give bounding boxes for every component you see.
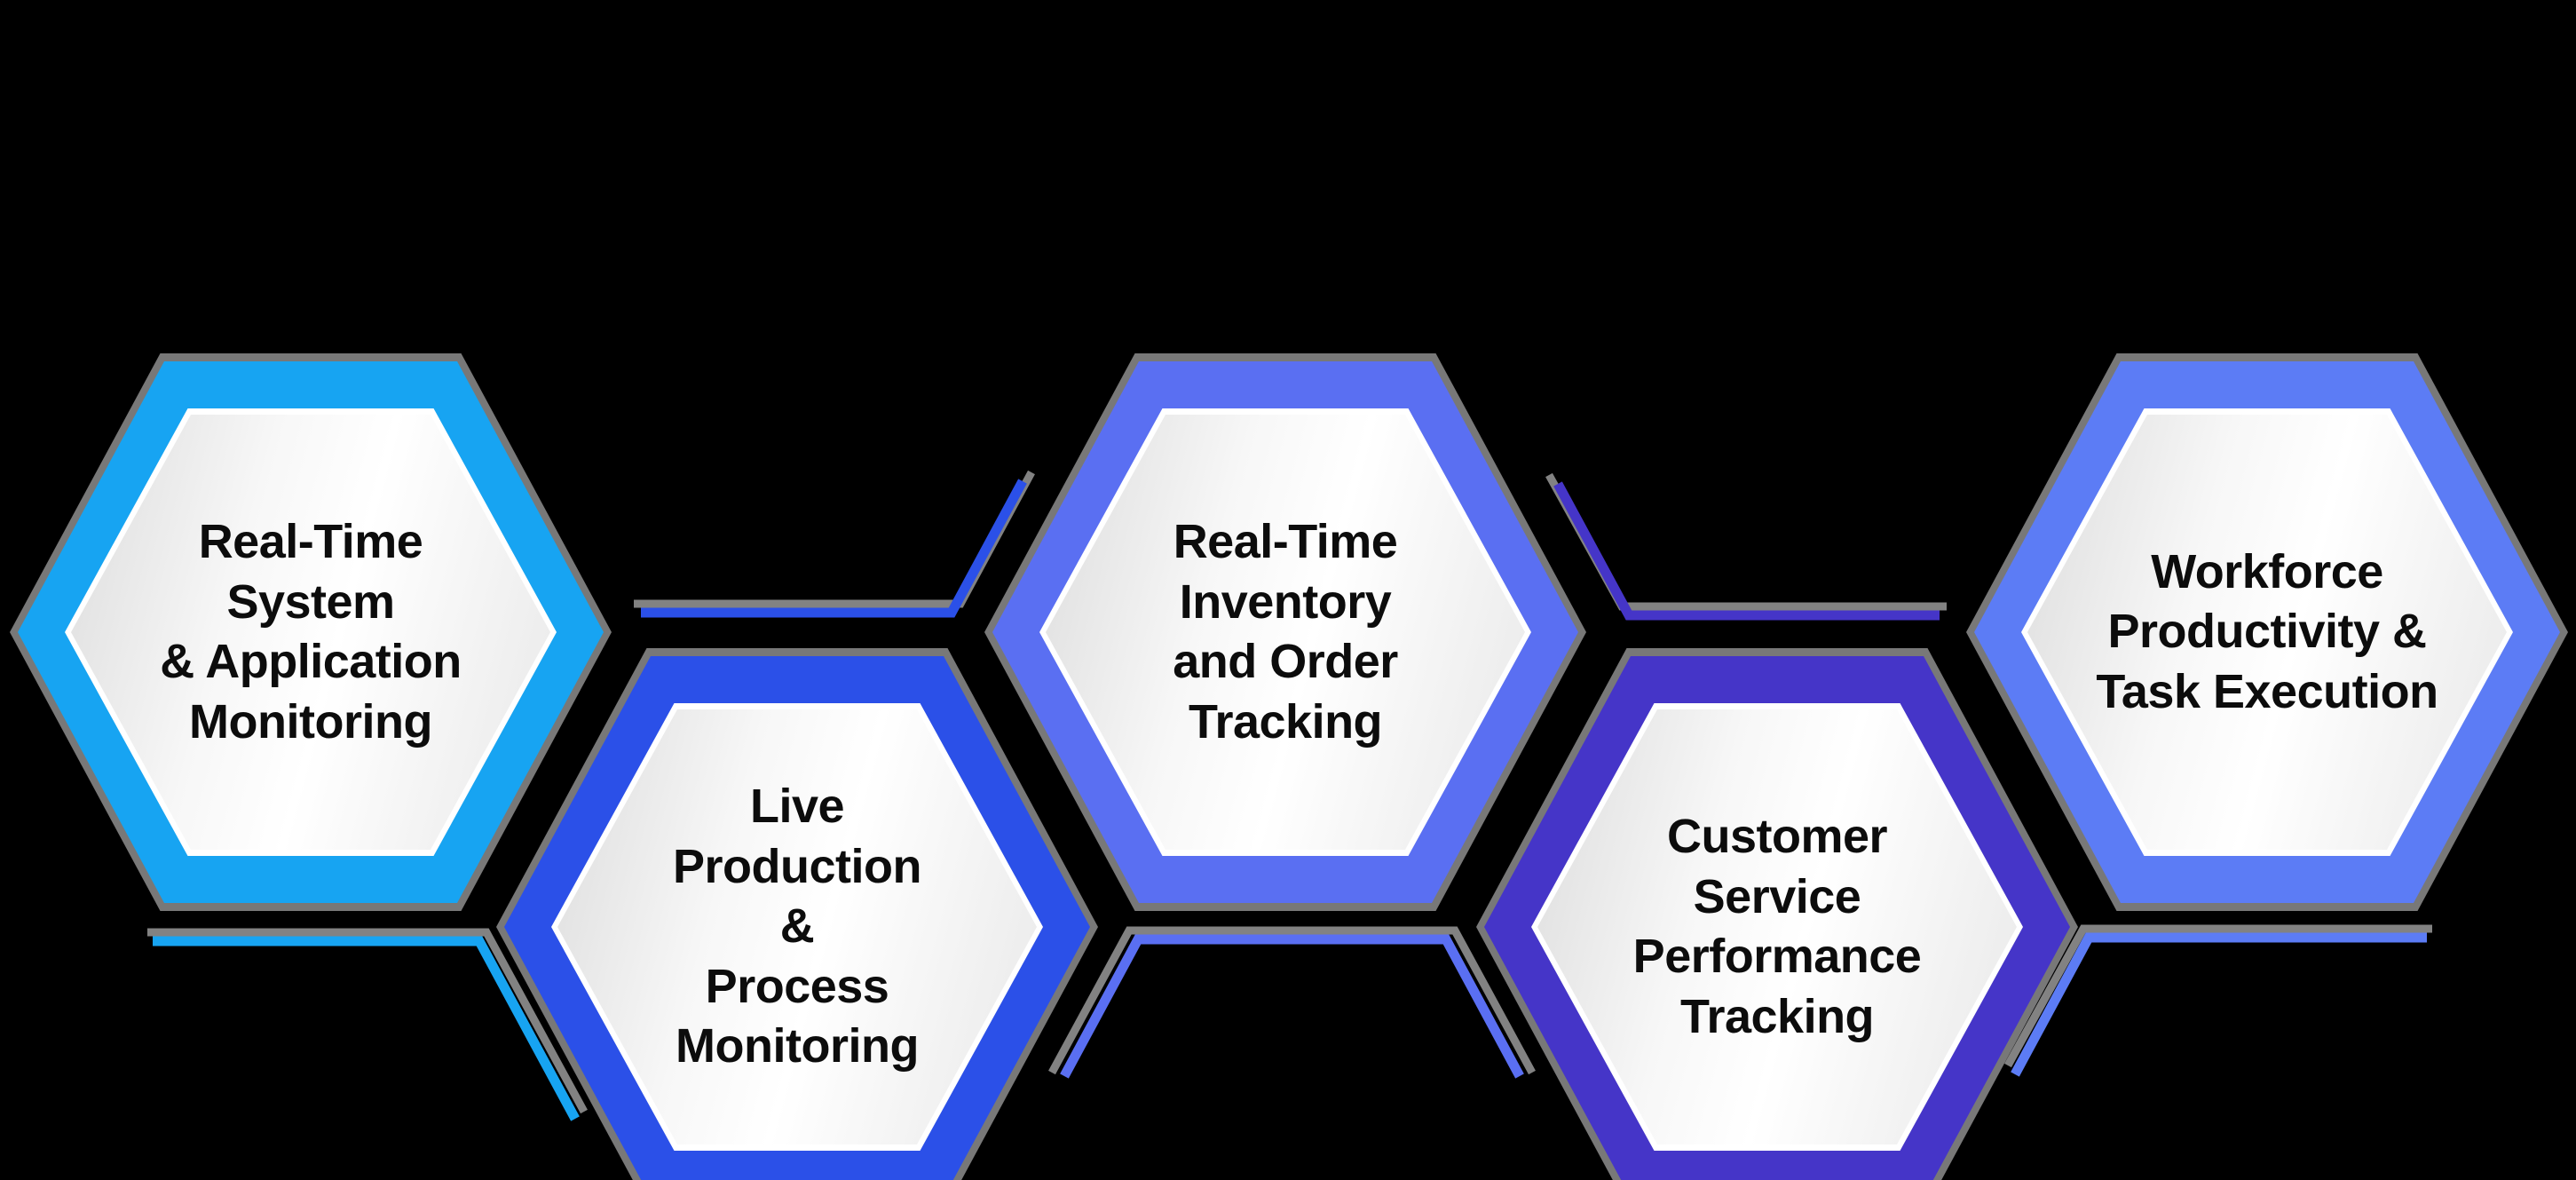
label-line: and Order xyxy=(1173,635,1398,688)
label-line: Tracking xyxy=(1679,989,1875,1043)
label-line: Service xyxy=(1693,869,1861,923)
hexagon-5-workforce-productivity: Workforce Productivity & Task Execution xyxy=(1966,353,2568,911)
accent-line-below-hex-3 xyxy=(1060,934,1524,1079)
accent-line-below-hex-5 xyxy=(2011,932,2427,1077)
label-line: Task Execution xyxy=(2096,664,2438,718)
label-line: Workforce xyxy=(2151,544,2383,598)
hexagon-face xyxy=(71,415,550,850)
label-line: & Application xyxy=(160,635,462,688)
label-line: Live xyxy=(749,780,845,834)
accent-line-above-hex-2 xyxy=(641,479,1027,618)
label-line: Monitoring xyxy=(189,694,432,748)
hexagon-1-realtime-system-monitoring: Real-Time System & Application Monitorin… xyxy=(10,353,612,911)
label-line: & xyxy=(779,899,815,954)
label-line: Tracking xyxy=(1188,694,1383,748)
hexagon-2-live-production-monitoring: Live Production & Process Monitoring xyxy=(496,648,1098,1180)
label-line: System xyxy=(226,574,395,629)
hexagon-face xyxy=(2027,415,2507,850)
label-line: Customer xyxy=(1666,810,1888,863)
hexagon-3-inventory-order-tracking: Real-Time Inventory and Order Tracking xyxy=(984,353,1586,911)
label-line: Real-Time xyxy=(198,515,423,568)
label-line: Performance xyxy=(1632,930,1922,983)
hexagon-label: Customer Service Performance Tracking xyxy=(1484,656,2070,1180)
accent-shadow-below-hex-3 xyxy=(1048,926,1536,1075)
hexagon-4-customer-service-tracking: Customer Service Performance Tracking xyxy=(1476,648,2078,1180)
label-line: Monitoring xyxy=(676,1019,919,1073)
accent-line-above-hex-4 xyxy=(1553,481,1940,621)
accent-shadow-below-hex-1 xyxy=(147,928,588,1114)
hexagon-face xyxy=(1046,415,1525,850)
hexagon-label: Live Production & Process Monitoring xyxy=(504,656,1090,1180)
label-line: Real-Time xyxy=(1173,515,1398,568)
label-line: Productivity & xyxy=(2107,605,2427,659)
hexagon-label: Real-Time Inventory and Order Tracking xyxy=(992,361,1578,903)
label-line: Process xyxy=(705,959,889,1013)
accent-shadow-below-hex-5 xyxy=(2004,924,2432,1068)
hexagon-label: Workforce Productivity & Task Execution xyxy=(1974,361,2560,903)
label-line: Production xyxy=(673,839,921,893)
label-line: Inventory xyxy=(1179,574,1392,629)
hexagon-label: Real-Time System & Application Monitorin… xyxy=(18,361,604,903)
accent-line-below-hex-1 xyxy=(153,936,580,1121)
